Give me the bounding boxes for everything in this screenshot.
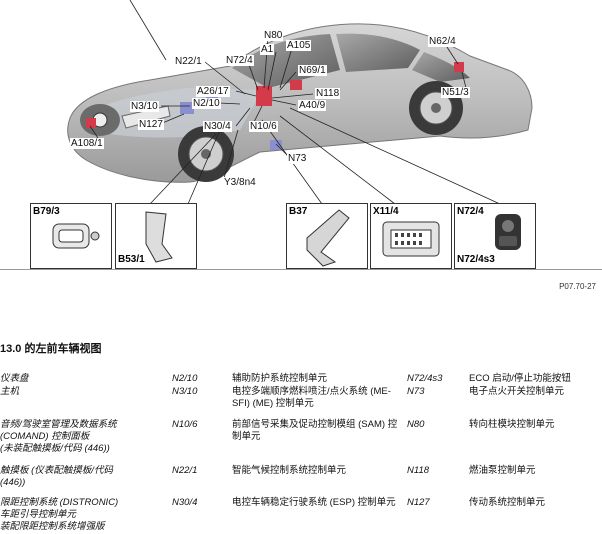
legend-code: N118 [407, 465, 430, 476]
legend-code: N72/4s3 [407, 373, 443, 384]
accelerator-pedal-icon [306, 209, 350, 267]
detail-b53-1: B53/1 [115, 203, 197, 269]
callout-n30-4: N30/4 [203, 121, 232, 132]
detail-label-b53-1: B53/1 [118, 254, 145, 265]
left-item-5: 触摸板 (仪表配触摸板/代码 [0, 465, 113, 476]
legend-desc: 电子点火开关控制单元 [469, 386, 565, 397]
left-item-4: (未装配触摸板/代码 (446)) [0, 443, 110, 454]
callout-y3-8n4: Y3/8n4 [223, 177, 257, 188]
side-window-front [336, 33, 420, 72]
detail-b79-3: B79/3 [30, 203, 112, 269]
legend-code: N2/10 [172, 373, 198, 384]
legend-desc: 转向柱模块控制单元 [469, 419, 555, 430]
left-item-1: 主机 [0, 386, 20, 397]
legend-desc: 电控车辆稳定行驶系统 (ESP) 控制单元 [232, 497, 396, 508]
callout-n10-6: N10/6 [249, 121, 278, 132]
legend-code: N73 [407, 386, 425, 397]
left-item-3: (COMAND) 控制面板 [0, 431, 90, 442]
left-item-8: 车距引导控制单元 [0, 509, 77, 520]
callout-n127: N127 [138, 119, 164, 130]
callout-n73: N73 [287, 153, 308, 164]
legend-code: N3/10 [172, 386, 198, 397]
diagnostic-connector-icon [382, 221, 440, 257]
callout-n51-3: N51/3 [441, 87, 470, 98]
legend-desc: 智能气候控制系统控制单元 [232, 465, 347, 476]
vehicle-figure: N80 A1 A105 N22/1 N72/4 N62/4 N69/1 A26/… [0, 0, 602, 291]
callout-n118: N118 [315, 88, 341, 99]
detail-label-x11-4: X11/4 [373, 206, 399, 217]
left-item-9: 装配限距控制系统增强版 [0, 521, 105, 532]
legend-desc: 前部信号采集及促动控制模组 (SAM) 控制单元 [232, 419, 398, 442]
detail-b37: B37 [286, 203, 368, 269]
side-window-rear [412, 52, 470, 82]
legend-code: N127 [407, 497, 430, 508]
detail-label-b79-3: B79/3 [33, 206, 60, 217]
callout-a105: A105 [286, 40, 312, 51]
detail-label-n72-4s3: N72/4s3 [457, 254, 495, 265]
left-item-2: 音频/驾驶室管理及数据系统 [0, 419, 117, 430]
left-item-7: 限距控制系统 (DISTRONIC) [0, 497, 119, 508]
legend-code: N22/1 [172, 465, 198, 476]
detail-label-n72-4: N72/4 [457, 206, 484, 217]
legend-code: N80 [407, 419, 425, 430]
sensor-icon [52, 223, 100, 249]
detail-label-b37: B37 [289, 206, 308, 217]
left-item-0: 仪表盘 [0, 373, 29, 384]
control-panel-icon [495, 214, 521, 250]
section-title: 13.0 的左前车辆视图 [0, 343, 102, 355]
callout-a1: A1 [260, 44, 275, 55]
left-item-6: (446)) [0, 477, 26, 488]
figure-reference: P07.70-27 [559, 282, 596, 291]
legend-desc: 传动系统控制单元 [469, 497, 546, 508]
callout-n80: N80 [263, 30, 284, 41]
callout-n22-1: N22/1 [174, 56, 203, 67]
callout-n72-4: N72/4 [225, 55, 254, 66]
legend-code: N10/6 [172, 419, 198, 430]
callout-a26-17: A26/17 [196, 86, 230, 97]
callout-a108-1: A108/1 [70, 138, 104, 149]
callout-n3-10: N3/10 [130, 101, 159, 112]
pedal-icon [145, 211, 173, 263]
front-wheel [178, 126, 234, 182]
legend-desc: 燃油泵控制单元 [469, 465, 536, 476]
callout-n62-4: N62/4 [428, 36, 457, 47]
legend-desc: ECO 启动/停止功能按钮 [469, 373, 571, 384]
callout-n2-10: N2/10 [192, 98, 221, 109]
legend-desc: 电控多端顺序燃料喷注/点火系统 (ME-SFI) (ME) 控制单元 [232, 386, 391, 409]
legend-desc: 辅助防护系统控制单元 [232, 373, 328, 384]
detail-n72-4: N72/4 N72/4s3 [454, 203, 536, 269]
detail-x11-4: X11/4 [370, 203, 452, 269]
legend-code: N30/4 [172, 497, 198, 508]
callout-n69-1: N69/1 [298, 65, 327, 76]
callout-a40-9: A40/9 [298, 100, 327, 111]
